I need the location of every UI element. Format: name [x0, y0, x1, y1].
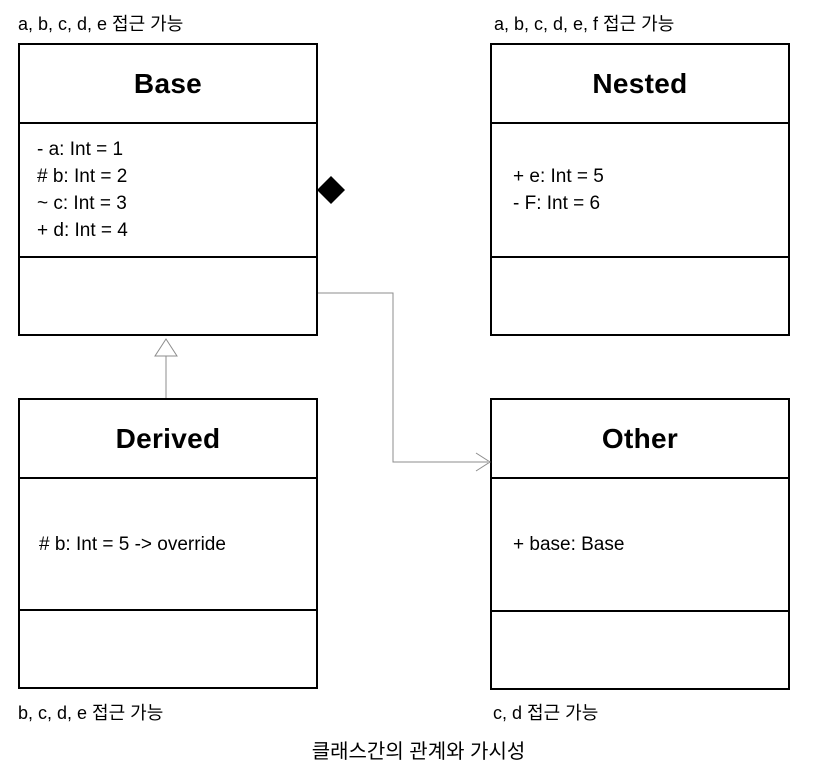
- class-box-other: Other + base: Base: [490, 398, 790, 690]
- methods-compartment-nested: [492, 258, 788, 334]
- methods-compartment-derived: [20, 611, 316, 687]
- attribute-line: + base: Base: [513, 534, 625, 555]
- methods-compartment-base: [20, 258, 316, 334]
- association-open-arrowhead-icon: [475, 452, 491, 472]
- inheritance-triangle-icon: [154, 338, 178, 357]
- class-box-base: Base - a: Int = 1 # b: Int = 2 ~ c: Int = …: [18, 43, 318, 336]
- association-line-base-to-other: [318, 292, 488, 463]
- attribute-line: + d: Int = 4: [37, 220, 128, 241]
- attribute-line: - F: Int = 6: [513, 193, 601, 214]
- class-name-nested: Nested: [492, 45, 788, 124]
- attribute-line: ~ c: Int = 3: [37, 193, 127, 214]
- attribute-line: - a: Int = 1: [37, 139, 124, 160]
- class-box-nested: Nested + e: Int = 5 - F: Int = 6: [490, 43, 790, 336]
- annotation-nested-access: a, b, c, d, e, f 접근 가능: [494, 14, 675, 34]
- attributes-compartment-base: - a: Int = 1 # b: Int = 2 ~ c: Int = 3 + d:…: [20, 124, 316, 258]
- attributes-compartment-derived: # b: Int = 5 -> override: [20, 479, 316, 611]
- class-name-derived: Derived: [20, 400, 316, 479]
- attribute-line: # b: Int = 5 -> override: [39, 533, 226, 555]
- class-name-other: Other: [492, 400, 788, 479]
- attributes-compartment-other: + base: Base: [492, 479, 788, 612]
- class-name-base: Base: [20, 45, 316, 124]
- class-box-derived: Derived # b: Int = 5 -> override: [18, 398, 318, 689]
- annotation-base-access: a, b, c, d, e 접근 가능: [18, 14, 184, 34]
- methods-compartment-other: [492, 612, 788, 688]
- attribute-line: # b: Int = 2: [37, 166, 128, 187]
- annotation-derived-access: b, c, d, e 접근 가능: [18, 703, 164, 723]
- diagram-caption: 클래스간의 관계와 가시성: [311, 741, 526, 763]
- annotation-other-access: c, d 접근 가능: [493, 703, 599, 723]
- composition-diamond-icon: [317, 176, 345, 204]
- attributes-compartment-nested: + e: Int = 5 - F: Int = 6: [492, 124, 788, 258]
- attribute-line: + e: Int = 5: [513, 166, 604, 187]
